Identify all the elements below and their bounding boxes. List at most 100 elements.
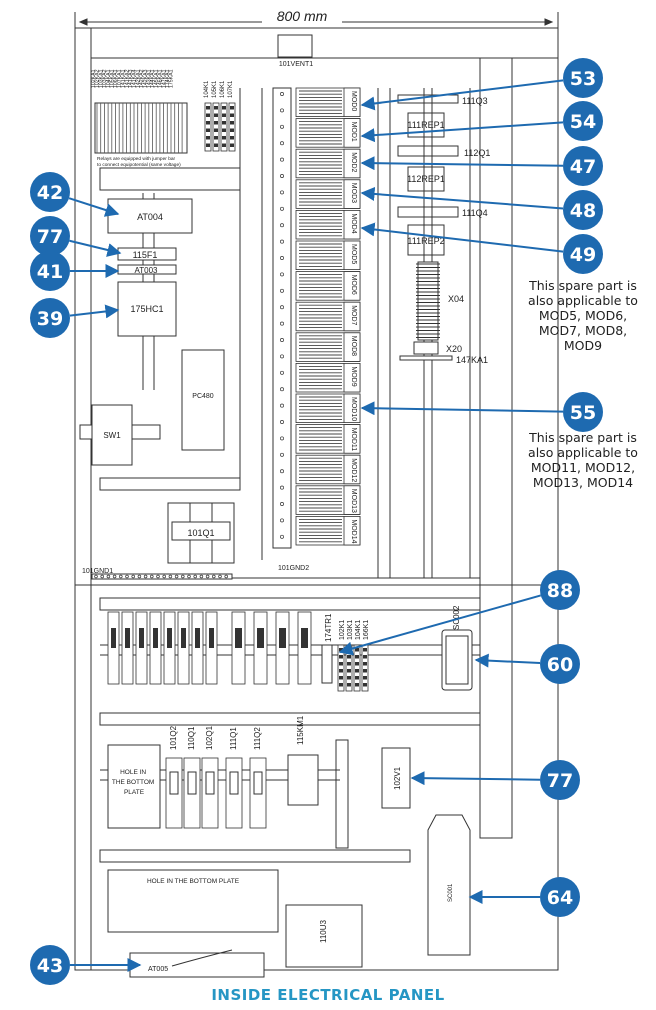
- module-stack: MOD0MOD1MOD2MOD3MOD4MOD5MOD6MOD7MOD8MOD9…: [295, 87, 361, 546]
- callout-leader: [410, 771, 541, 786]
- module-label: MOD12: [350, 458, 357, 482]
- sc001-label: SC001: [448, 883, 454, 902]
- relay-label: 142KA2: [139, 69, 145, 88]
- u110-label: 110U3: [319, 919, 328, 943]
- callout-leader: [69, 239, 122, 257]
- callout-badge: [540, 877, 580, 917]
- callout-badge: [30, 172, 70, 212]
- rep112-box: [407, 166, 445, 192]
- mid-relay-label: 104K1: [355, 620, 362, 640]
- callout-badge: [563, 101, 603, 141]
- callout-number: 41: [37, 261, 63, 283]
- callout-number: 47: [570, 156, 596, 178]
- callout-number: 54: [570, 111, 596, 133]
- relay-label: 141KA3: [128, 69, 134, 88]
- breaker2-label: 110Q1: [187, 726, 196, 750]
- module-label: MOD13: [350, 489, 357, 513]
- relay-label: 145KA1: [154, 69, 160, 88]
- q112-label: 112Q1: [464, 148, 490, 158]
- relay-label: 105KA1: [110, 69, 116, 88]
- module-label: MOD11: [350, 428, 357, 452]
- callout-leader: [68, 197, 120, 217]
- module-label: MOD10: [350, 397, 357, 421]
- sc001-box: [427, 814, 471, 956]
- hc175-label: 175HC1: [130, 304, 163, 314]
- relay-label: 143KA1: [147, 69, 153, 88]
- relay-label: 175KA1: [169, 69, 175, 88]
- breaker2-label: 111Q2: [253, 727, 262, 750]
- mid-relay-label: 103K1: [347, 620, 354, 640]
- callout-leader: [360, 222, 564, 253]
- callout-number: 43: [37, 955, 63, 977]
- relay-label: 107KA1: [117, 69, 123, 88]
- breaker2-label: 111Q1: [229, 727, 238, 750]
- f115-label: 115F1: [133, 250, 158, 260]
- small-relay-label: 105K1: [212, 80, 218, 98]
- small-relay-label: 106K1: [220, 80, 226, 98]
- spare-part-note-2: This spare part is also applicable to MO…: [510, 430, 656, 490]
- relay-label: 141KA1: [121, 69, 127, 88]
- callout-leader: [338, 594, 542, 656]
- at005-box: [129, 952, 265, 978]
- relay-label: 146KA1: [158, 69, 164, 88]
- ka147-label: 147KA1: [456, 355, 488, 365]
- top-relay-block: 102KA1102KA2103KA1103KA2104KA1105KA1106K…: [91, 69, 236, 154]
- relay-label: 104KA1: [106, 69, 112, 88]
- hole1-box: [107, 744, 161, 829]
- width-label: 800 mm: [277, 8, 328, 24]
- hole2-label: HOLE IN THE BOTTOM PLATE: [147, 878, 240, 885]
- x04-label: X04: [448, 294, 464, 304]
- at004-label: AT004: [137, 212, 163, 222]
- callout-leader: [360, 79, 564, 111]
- x04-connector: [416, 88, 440, 578]
- hole1-label: HOLE IN THE BOTTOM PLATE: [112, 769, 156, 796]
- note2-line: also applicable to: [528, 445, 638, 460]
- q112-box: [397, 145, 459, 157]
- callout-number: 60: [547, 654, 573, 676]
- callout-number: 53: [570, 68, 596, 90]
- callout-number: 64: [547, 887, 573, 909]
- callout-leader: [360, 186, 564, 210]
- vent: [277, 34, 313, 58]
- breaker2-label: 102Q1: [205, 725, 214, 750]
- mid-relay-label: 166K1: [363, 620, 370, 640]
- gnd2-bar: [280, 92, 284, 539]
- note2-line: This spare part is: [529, 430, 637, 445]
- callout-badge: [563, 146, 603, 186]
- callout-number: 42: [37, 182, 63, 204]
- sc002-box: [441, 629, 473, 691]
- callout-leader: [69, 304, 120, 319]
- sw1-box: [91, 404, 133, 466]
- q4-label: 111Q4: [462, 208, 488, 218]
- callout-badge: [563, 58, 603, 98]
- module-label: MOD6: [350, 275, 357, 295]
- module-label: MOD4: [350, 213, 357, 233]
- x20-label: X20: [446, 344, 462, 354]
- small-relay-label: 104K1: [204, 80, 210, 98]
- v102-label: 102V1: [393, 766, 402, 790]
- callout-badge: [540, 570, 580, 610]
- rail-lower-3: [99, 849, 411, 863]
- rep2-label: 111REP2: [407, 236, 444, 246]
- rep2-box: [407, 224, 445, 256]
- relay-label: 141KA4: [132, 69, 138, 88]
- callout-badge: [30, 251, 70, 291]
- module-label: MOD9: [350, 366, 357, 386]
- relay-label: 174KA1: [165, 69, 171, 88]
- callout-number: 77: [547, 770, 573, 792]
- callout-badge: [563, 392, 603, 432]
- rep1-label: 111REP1: [407, 120, 444, 130]
- relay-note-line1: Relays are equipped with jumper bar: [97, 156, 176, 162]
- callout-leader: [360, 401, 564, 416]
- module-label: MOD3: [350, 183, 357, 203]
- module-label: MOD2: [350, 152, 357, 172]
- hc175-box: [117, 281, 177, 337]
- callout-badge: [30, 945, 70, 985]
- module-label: MOD5: [350, 244, 357, 264]
- callout-leader: [360, 121, 564, 143]
- gnd2-label: 101GND2: [278, 565, 309, 572]
- rep112-label: 112REP1: [407, 174, 445, 184]
